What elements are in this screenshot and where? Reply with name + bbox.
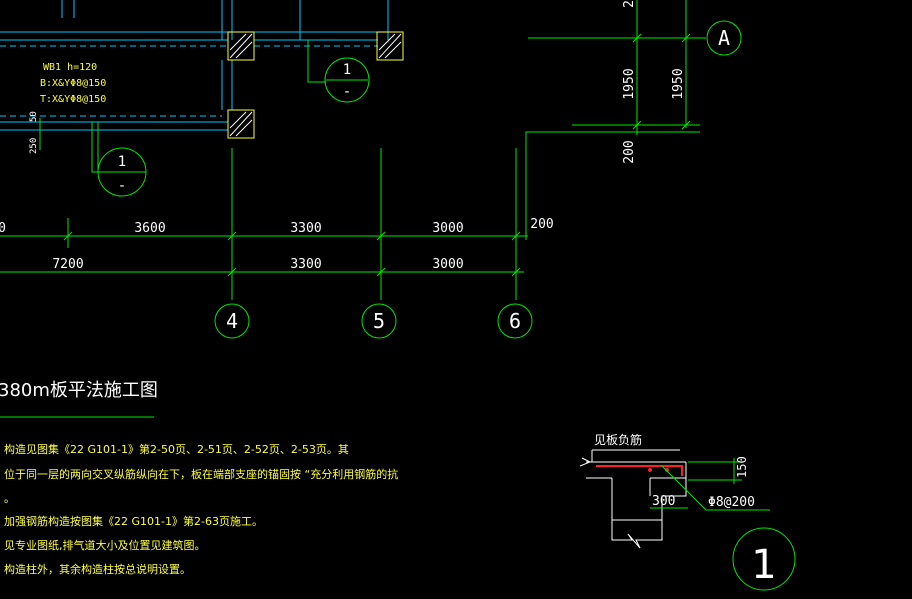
axis-label-4: 4 [226, 309, 238, 333]
column-4-upper [227, 31, 255, 61]
slab-bottom-rebar: B:X&YΦ8@150 [40, 78, 106, 89]
axis-label-a: A [718, 26, 730, 50]
general-notes: 构造见图集《22 G101-1》第2-50页、2-51页、2-52页、2-53页… [4, 442, 398, 576]
note-line-4: 加强钢筋构造按图集《22 G101-1》第2-63页施工。 [4, 514, 263, 528]
slab-top-rebar: T:X&YΦ8@150 [40, 94, 106, 105]
axis-bubble-a: A [706, 20, 742, 56]
marker-left-sub: - [118, 178, 126, 194]
axis-bubble-6: 6 [497, 303, 533, 339]
dim-row1-3600: 3600 [134, 221, 165, 236]
column-4-lower [227, 109, 255, 139]
drawing-title: 380m板平法施工图 [0, 380, 158, 401]
axis-label-6: 6 [509, 309, 521, 333]
marker-left-number: 1 [118, 154, 126, 170]
note-line-2: 位于同一层的两向交叉纵筋纵向在下，板在端部支座的锚固按 “充分利用钢筋的抗 [4, 467, 398, 481]
dim-vertical-1950-a: 1950 [622, 68, 637, 99]
dim-vertical-200: 200 [622, 140, 637, 163]
detail-label: 见板负筋 [594, 432, 642, 447]
dim-vertical-top-partial: 2 [622, 0, 637, 8]
drawing-title-block: 380m板平法施工图 [0, 380, 158, 418]
slab-annotation: WB1 h=120 B:X&YΦ8@150 T:X&YΦ8@150 [40, 62, 106, 105]
marker-upper-sub: - [343, 84, 351, 100]
axis-bubble-4: 4 [214, 303, 250, 339]
slab-name: WB1 h=120 [43, 62, 97, 73]
dim-50: 50 [29, 111, 39, 122]
slab-plan [0, 0, 389, 131]
note-line-5: 见专业图纸,排气道大小及位置见建筑图。 [4, 538, 206, 552]
note-line-6: 构造柱外，其余构造柱按总说明设置。 [4, 562, 191, 576]
column-5-upper [376, 31, 404, 61]
dim-row2-7200: 7200 [52, 257, 83, 272]
section-detail-1: 见板负筋 Φ8@200 150 300 1 [579, 432, 796, 591]
detail-number: 1 [751, 542, 776, 588]
slab-side-dims: 250 50 [29, 111, 41, 154]
section-marker-left: 1 - [91, 122, 147, 197]
note-line-3: 。 [4, 492, 15, 505]
dim-250: 250 [29, 138, 39, 154]
dim-row1-3300: 3300 [290, 221, 321, 236]
detail-dim-300: 300 [652, 494, 675, 509]
dim-vertical-1950-b: 1950 [671, 68, 686, 99]
vertical-dimensions: 1950 1950 200 2 [622, 0, 691, 164]
dimension-row-2: 7200 3300 3000 [0, 257, 524, 278]
dim-row2-3000: 3000 [432, 257, 463, 272]
dim-right-200: 200 [530, 217, 553, 232]
detail-dim-150: 150 [735, 456, 749, 478]
section-marker-upper: 1 - [307, 40, 370, 103]
marker-upper-number: 1 [343, 62, 351, 78]
dim-row1-0: 0 [0, 221, 6, 236]
detail-rebar-spec: Φ8@200 [708, 495, 755, 510]
dimension-row-1: 0 3600 3300 3000 200 [0, 217, 554, 248]
axis-label-5: 5 [373, 309, 385, 333]
axis-bubble-5: 5 [361, 303, 397, 339]
dim-row1-3000: 3000 [432, 221, 463, 236]
dim-row2-3300: 3300 [290, 257, 321, 272]
note-line-1: 构造见图集《22 G101-1》第2-50页、2-51页、2-52页、2-53页… [4, 442, 349, 456]
